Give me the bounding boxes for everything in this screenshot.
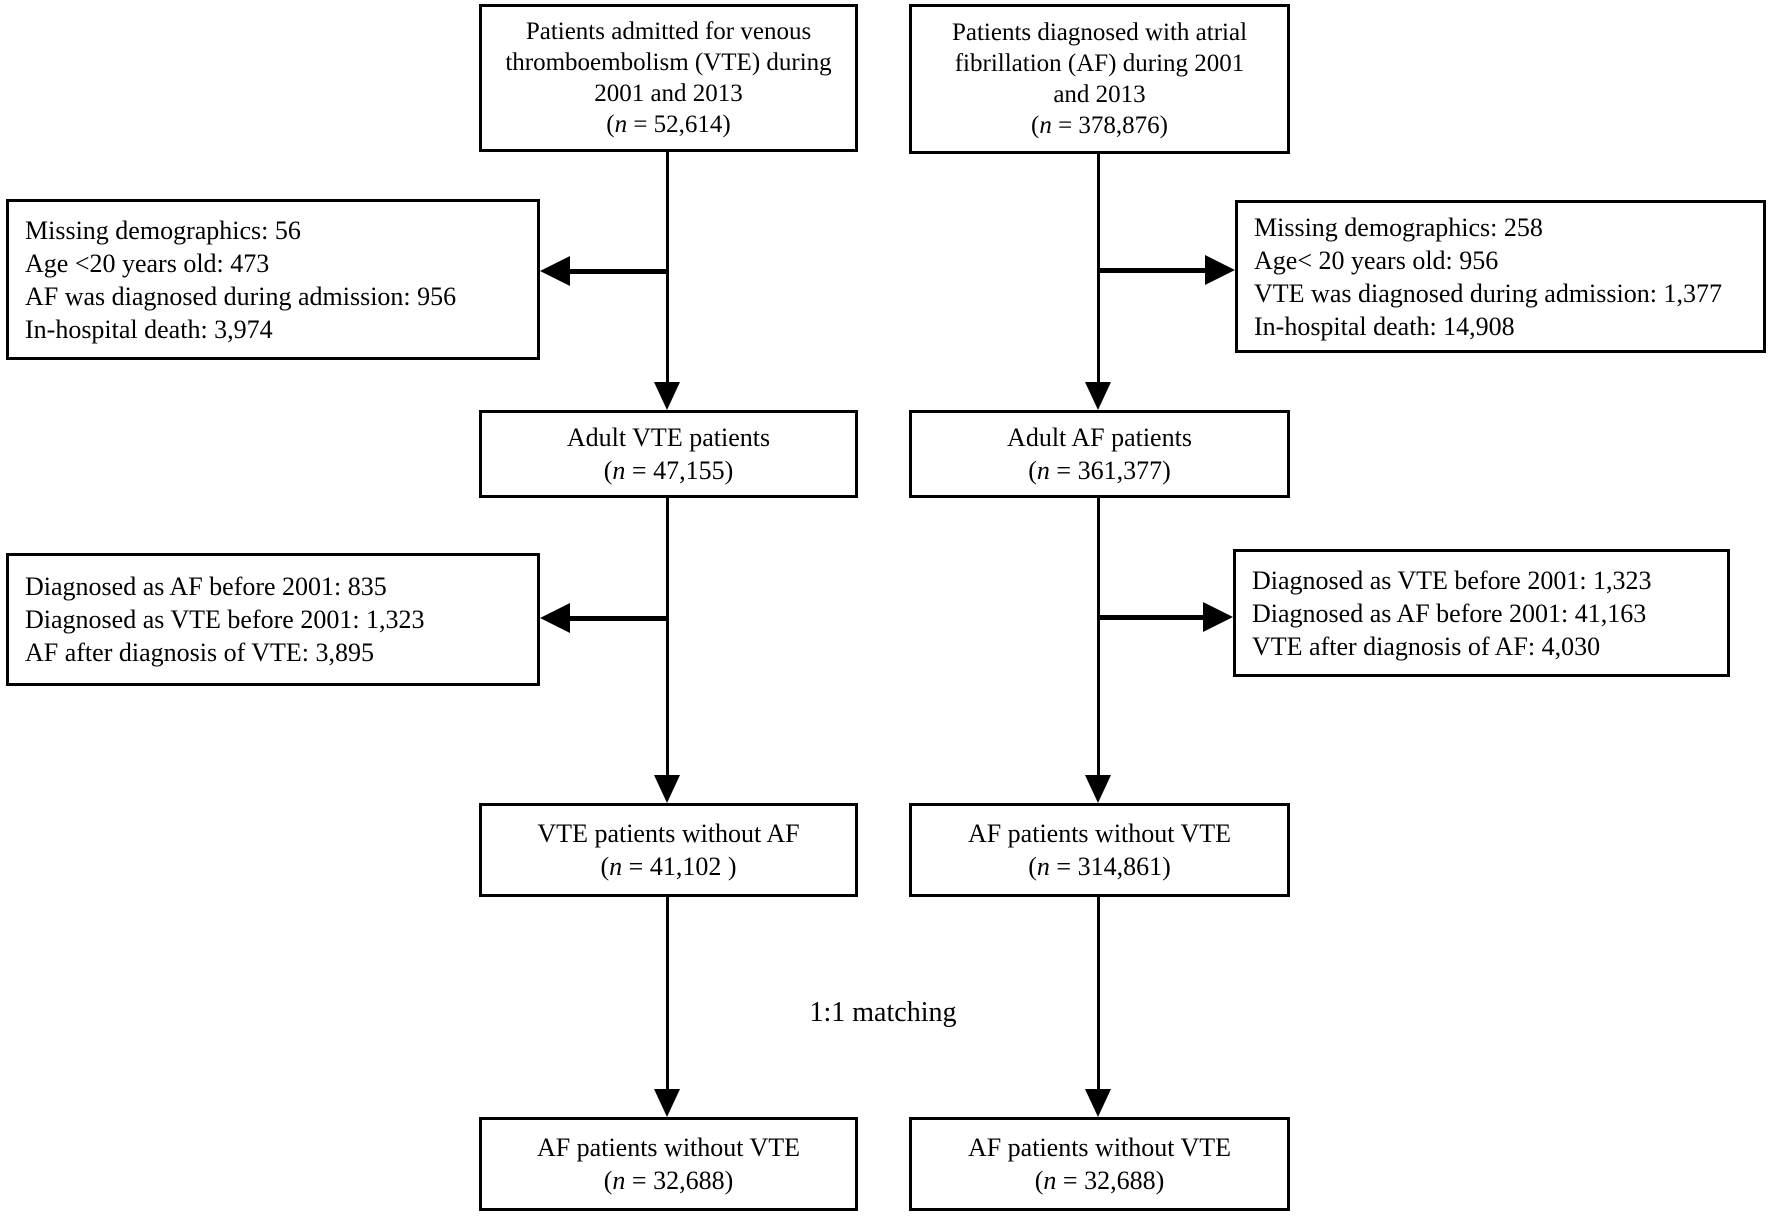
arrowhead-down-icon <box>1085 775 1111 803</box>
box-vte-exclusions-1: Missing demographics: 56 Age <20 years o… <box>6 199 540 360</box>
arrowhead-right-icon <box>1205 255 1235 285</box>
text-line: Adult AF patients <box>1007 423 1192 452</box>
box-adult-vte: Adult VTE patients (n = 47,155) <box>479 410 858 498</box>
box-af-matched: AF patients without VTE (n = 32,688) <box>909 1117 1290 1211</box>
box-vte-source: Patients admitted for venous thromboembo… <box>479 4 858 152</box>
box-vte-without-af: VTE patients without AF (n = 41,102 ) <box>479 803 858 897</box>
arrowhead-down-icon <box>1085 1089 1111 1117</box>
text-line: Diagnosed as AF before 2001: 835 <box>25 572 387 601</box>
arrowhead-down-icon <box>1085 382 1111 410</box>
box-af-exclusions-1: Missing demographics: 258 Age< 20 years … <box>1235 200 1766 353</box>
box-vte-matched: AF patients without VTE (n = 32,688) <box>479 1117 858 1211</box>
arrow-af-source-to-adult-line <box>1097 154 1100 384</box>
box-af-exclusions-2: Diagnosed as VTE before 2001: 1,323 Diag… <box>1233 549 1730 677</box>
box-af-without-vte: AF patients without VTE (n = 314,861) <box>909 803 1290 897</box>
text-line: AF patients without VTE <box>967 819 1232 848</box>
text-line: VTE patients without AF <box>537 819 800 848</box>
arrow-af-adult-to-without-vte-line <box>1097 498 1100 777</box>
text-line-n-count: (n = 32,688) <box>1034 1166 1165 1195</box>
text-line-n-count: (n = 52,614) <box>606 111 731 138</box>
text-line: Patients admitted for venous <box>525 18 812 45</box>
matching-label: 1:1 matching <box>809 997 957 1028</box>
arrow-vte-without-af-to-matched-line <box>666 897 669 1091</box>
arrowhead-down-icon <box>654 775 680 803</box>
arrowhead-left-icon <box>540 603 570 633</box>
text-line: Missing demographics: 258 <box>1254 212 1543 242</box>
text-line-n-count: (n = 378,876) <box>1030 112 1168 139</box>
text-line: In-hospital death: 3,974 <box>25 314 273 344</box>
text-line: Diagnosed as VTE before 2001: 1,323 <box>1252 565 1652 595</box>
text-line: Diagnosed as AF before 2001: 41,163 <box>1252 598 1647 628</box>
arrowhead-down-icon <box>654 382 680 410</box>
arrow-vte-adult-to-without-af-line <box>666 498 669 777</box>
arrow-vte-exclusion1-line <box>568 269 668 274</box>
text-line: Missing demographics: 56 <box>25 215 301 245</box>
text-line-n-count: (n = 32,688) <box>603 1166 734 1195</box>
arrow-vte-source-to-adult-line <box>666 152 669 384</box>
text-line: 2001 and 2013 <box>594 80 743 107</box>
text-line: VTE was diagnosed during admission: 1,37… <box>1254 278 1722 308</box>
arrow-af-exclusion2-line <box>1099 615 1203 620</box>
text-line-n-count: (n = 361,377) <box>1028 456 1171 485</box>
text-line: Patients diagnosed with atrial <box>951 19 1248 46</box>
box-vte-exclusions-2: Diagnosed as AF before 2001: 835 Diagnos… <box>6 553 540 686</box>
arrowhead-right-icon <box>1203 602 1233 632</box>
text-line-n-count: (n = 41,102 ) <box>600 852 737 881</box>
text-line: In-hospital death: 14,908 <box>1254 311 1515 341</box>
arrowhead-down-icon <box>654 1089 680 1117</box>
arrow-af-without-vte-to-matched-line <box>1097 897 1100 1091</box>
text-line: AF patients without VTE <box>536 1133 801 1162</box>
arrow-af-exclusion1-line <box>1099 268 1205 273</box>
text-line: Age <20 years old: 473 <box>25 248 270 278</box>
text-line: Age< 20 years old: 956 <box>1254 245 1499 275</box>
text-line: Adult VTE patients <box>566 423 771 452</box>
text-line: AF patients without VTE <box>967 1133 1232 1162</box>
text-line: AF was diagnosed during admission: 956 <box>25 281 457 311</box>
text-line-n-count: (n = 47,155) <box>603 456 734 485</box>
text-line: fibrillation (AF) during 2001 <box>954 50 1245 77</box>
box-adult-af: Adult AF patients (n = 361,377) <box>909 410 1290 498</box>
text-line: Diagnosed as VTE before 2001: 1,323 <box>25 605 425 634</box>
arrow-vte-exclusion2-line <box>568 616 668 621</box>
box-af-source: Patients diagnosed with atrial fibrillat… <box>909 4 1290 154</box>
text-line: thromboembolism (VTE) during <box>505 49 832 76</box>
text-line: and 2013 <box>1053 81 1146 108</box>
text-line: AF after diagnosis of VTE: 3,895 <box>25 638 375 667</box>
text-line: VTE after diagnosis of AF: 4,030 <box>1252 631 1601 661</box>
text-line-n-count: (n = 314,861) <box>1028 852 1171 881</box>
arrowhead-left-icon <box>540 256 570 286</box>
